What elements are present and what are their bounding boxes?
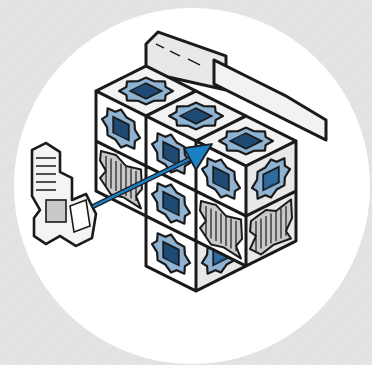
connector-tab bbox=[70, 200, 90, 232]
connector-socket bbox=[46, 200, 66, 222]
